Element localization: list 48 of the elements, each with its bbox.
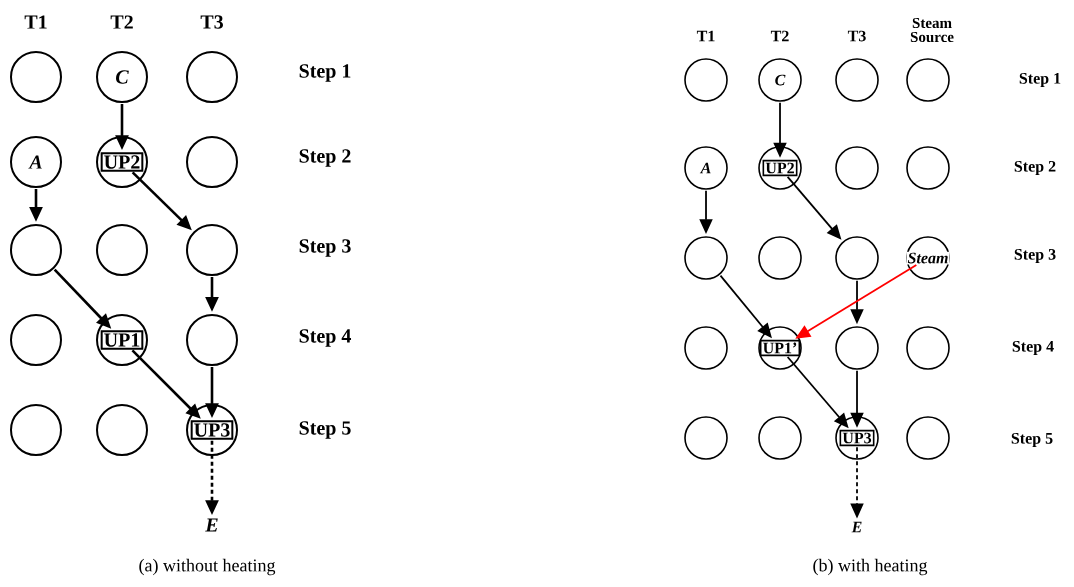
column-header: T1 (24, 15, 47, 29)
step-label: Step 1 (299, 64, 351, 82)
state-circle (96, 404, 148, 456)
step-label: Step 4 (299, 329, 351, 347)
state-circle (758, 236, 802, 280)
column-header: T3 (847, 30, 866, 42)
step-label: Step 3 (1014, 249, 1056, 263)
caption: (b) with heating (813, 558, 928, 576)
state-circle (186, 51, 238, 103)
state-circle (96, 224, 148, 276)
state-circle (684, 58, 728, 102)
state-circle (906, 416, 950, 460)
column-header: T2 (770, 30, 789, 42)
step-label: Step 2 (1014, 161, 1056, 175)
state-circle (10, 51, 62, 103)
end-label: E (205, 518, 218, 532)
process-box: UP1 (96, 314, 148, 366)
state-circle (684, 236, 728, 280)
process-box: UP2 (758, 146, 802, 190)
step-label: Step 5 (299, 421, 351, 439)
state-circle (906, 58, 950, 102)
state-circle (10, 404, 62, 456)
state-circle (835, 146, 879, 190)
state-circle (835, 236, 879, 280)
column-header: T3 (200, 15, 223, 29)
state-circle (186, 314, 238, 366)
step-label: Step 3 (299, 239, 351, 257)
state-circle (758, 416, 802, 460)
caption: (a) without heating (139, 558, 276, 576)
process-box: UP2 (96, 136, 148, 188)
state-circle (186, 224, 238, 276)
state-circle (10, 224, 62, 276)
step-label: Step 5 (1011, 433, 1053, 447)
state-circle (906, 326, 950, 370)
state-circle (835, 58, 879, 102)
step-label: Step 4 (1012, 341, 1054, 355)
column-header: Steam Source (910, 17, 954, 43)
state-circle (186, 136, 238, 188)
end-label: E (851, 521, 862, 533)
column-header: T1 (696, 30, 715, 42)
state-circle (10, 314, 62, 366)
state-circle (684, 326, 728, 370)
column-header: T2 (110, 15, 133, 29)
state-circle (835, 326, 879, 370)
state-circle (906, 146, 950, 190)
step-label: Step 1 (1019, 73, 1061, 87)
state-circle (684, 416, 728, 460)
step-label: Step 2 (299, 149, 351, 167)
